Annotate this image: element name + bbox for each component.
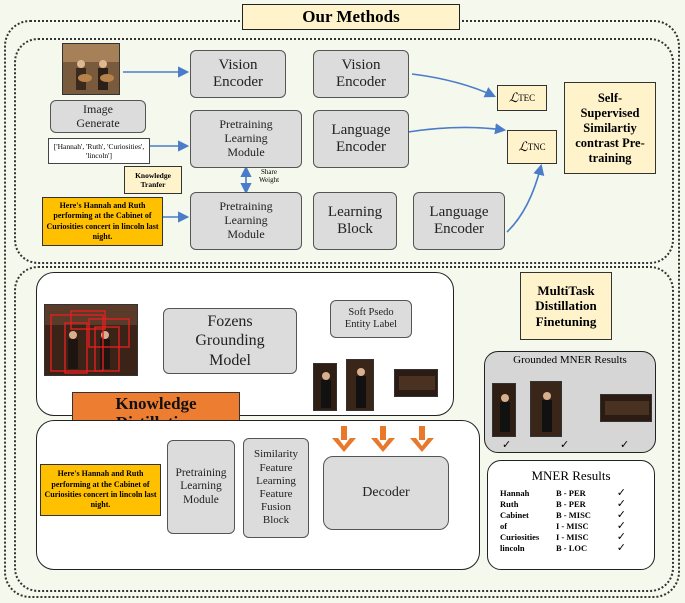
- entity-crop-2-drawing: [347, 360, 373, 410]
- mner-check: ✓: [616, 542, 626, 554]
- mner-tag: B - MISC: [556, 510, 591, 520]
- arrow-encoder-to-tnc: [506, 163, 545, 233]
- vision-encoder-2: Vision Encoder: [313, 50, 409, 98]
- language-encoder-1: Language Encoder: [313, 110, 409, 168]
- grounded-crop-2: [530, 381, 562, 437]
- orange-arrow-2-shaft: [380, 426, 386, 440]
- orange-arrow-3-head: [410, 438, 434, 452]
- grounding-photo-drawing: [45, 305, 137, 375]
- concert-photo: [62, 43, 120, 95]
- vision-encoder-1: Vision Encoder: [190, 50, 286, 98]
- mner-check: ✓: [616, 487, 626, 499]
- grounded-check-3: ✓: [620, 439, 630, 451]
- learning-block: Learning Block: [313, 192, 397, 250]
- mner-token: lincoln: [500, 543, 525, 553]
- orange-arrow-3-shaft: [419, 426, 425, 440]
- mner-results-panel: [487, 460, 655, 570]
- orange-arrow-1-head: [332, 438, 356, 452]
- mner-tag: I - MISC: [556, 521, 589, 531]
- mner-row-6: lincoln B - LOC ✓: [500, 543, 640, 554]
- mner-check: ✓: [616, 531, 626, 543]
- multitask-box: MultiTask Distillation Finetuning: [520, 272, 612, 340]
- mner-token: Curiosities: [500, 532, 540, 542]
- loss-tnc-sub: TNC: [527, 142, 546, 152]
- entity-crop-3-drawing: [395, 370, 437, 396]
- entity-list: ['Hannah', 'Ruth', 'Curiosities', 'linco…: [48, 138, 150, 164]
- orange-arrow-1-shaft: [341, 426, 347, 440]
- mner-row-2: Ruth B - PER ✓: [500, 499, 640, 510]
- fusion-block: Similarity Feature Learning Feature Fusi…: [243, 438, 309, 538]
- input-sentence-bottom: Here's Hannah and Ruth performing at the…: [40, 464, 161, 516]
- mner-token: Hannah: [500, 488, 530, 498]
- grounded-crop-1: [492, 383, 516, 437]
- grounded-crop-3: [600, 394, 652, 422]
- image-generate-box: Image Generate: [50, 100, 146, 133]
- page-title: Our Methods: [242, 4, 460, 30]
- decoder-box: Decoder: [323, 456, 449, 530]
- mner-row-1: Hannah B - PER ✓: [500, 488, 640, 499]
- entity-crop-1-drawing: [314, 364, 336, 410]
- grounded-results-title: Grounded MNER Results: [513, 354, 627, 366]
- language-encoder-2: Language Encoder: [413, 192, 505, 250]
- grounded-crop-3-drawing: [601, 395, 651, 421]
- orange-arrow-2-head: [371, 438, 395, 452]
- mner-row-4: of I - MISC ✓: [500, 521, 640, 532]
- pretraining-module-1: Pretraining Learning Module: [190, 110, 302, 168]
- grounding-photo: [44, 304, 138, 376]
- mner-tag: B - PER: [556, 488, 586, 498]
- orange-arrows: [332, 426, 434, 452]
- mner-results-title: MNER Results: [531, 468, 611, 483]
- concert-photo-drawing: [63, 44, 119, 94]
- loss-tnc-symbol: ℒ: [518, 139, 528, 154]
- grounded-crop-1-drawing: [493, 384, 515, 436]
- mner-check: ✓: [616, 520, 626, 532]
- knowledge-transfer-box: Knowledge Tranfer: [124, 166, 182, 194]
- arrow-language-to-tnc: [407, 123, 507, 135]
- grounded-check-1: ✓: [502, 439, 512, 451]
- entity-crop-3: [394, 369, 438, 397]
- mner-check: ✓: [616, 509, 626, 521]
- frozen-grounding-model: Fozens Grounding Model: [163, 308, 297, 374]
- grounded-crop-2-drawing: [531, 382, 561, 436]
- mner-token: Cabinet: [500, 510, 529, 520]
- entity-crop-1: [313, 363, 337, 411]
- loss-tec-symbol: ℒ: [508, 90, 519, 105]
- entity-crop-2: [346, 359, 374, 411]
- mner-results-list: Hannah B - PER ✓ Ruth B - PER ✓ Cabinet B - M…: [500, 488, 640, 554]
- mner-tag: B - LOC: [556, 543, 588, 553]
- grounded-check-2: ✓: [560, 439, 570, 451]
- mner-token: of: [500, 521, 508, 531]
- mner-row-5: Curiosities I - MISC ✓: [500, 532, 640, 543]
- orange-arrow-group: [332, 426, 434, 452]
- self-supervised-box: Self-Supervised Similartiy contrast Pre-…: [564, 82, 656, 174]
- finetuning-section: [14, 266, 674, 592]
- soft-pseudo-label: Soft Psedo Entity Label: [330, 300, 412, 338]
- mner-row-3: Cabinet B - MISC ✓: [500, 510, 640, 521]
- pretraining-module-bottom: Pretraining Learning Module: [167, 440, 235, 534]
- input-sentence-top: Here's Hannah and Ruth performing at the…: [42, 197, 163, 246]
- share-weight-label: Share Weight: [258, 168, 280, 185]
- mner-check: ✓: [616, 498, 626, 510]
- mner-tag: B - PER: [556, 499, 586, 509]
- mner-token: Ruth: [500, 499, 519, 509]
- mner-tag: I - MISC: [556, 532, 589, 542]
- arrow-vision-to-tec: [411, 73, 497, 98]
- pretraining-module-2: Pretraining Learning Module: [190, 192, 302, 250]
- loss-tec-sub: TEC: [518, 93, 536, 103]
- pretraining-section: [14, 38, 674, 264]
